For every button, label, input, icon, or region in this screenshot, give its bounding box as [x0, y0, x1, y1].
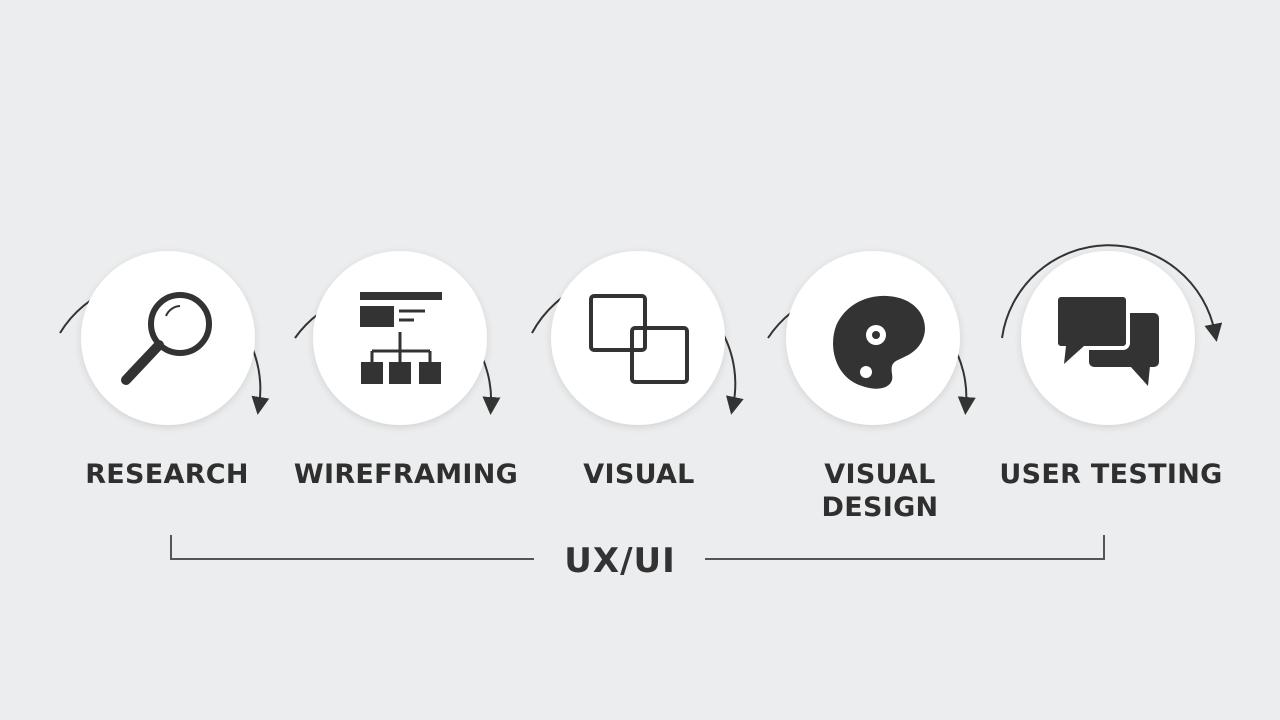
cycle-arrow-user-testing — [1001, 244, 1223, 342]
step-research — [59, 251, 270, 425]
step-circle-visual — [551, 251, 725, 425]
step-label-user-testing: USER TESTING — [999, 459, 1223, 490]
step-user-testing — [1001, 244, 1223, 425]
step-circle-research — [81, 251, 255, 425]
ux-ui-bracket — [170, 535, 1105, 560]
magnifier-icon — [121, 292, 212, 385]
step-label-visual: VISUAL — [583, 459, 695, 490]
step-visual-design — [767, 251, 976, 425]
overlapping-squares-icon — [589, 294, 689, 384]
step-visual — [531, 251, 744, 425]
step-wireframing — [294, 251, 501, 425]
palette-icon — [833, 295, 925, 389]
step-label-research: RESEARCH — [85, 459, 249, 490]
step-label-wireframing: WIREFRAMING — [293, 459, 519, 490]
wireframe-sitemap-icon — [360, 292, 442, 384]
group-label-ux-ui: UX/UI — [540, 539, 700, 583]
step-label-visual-design: VISUAL DESIGN — [821, 459, 939, 523]
chat-bubbles-icon — [1054, 293, 1159, 386]
